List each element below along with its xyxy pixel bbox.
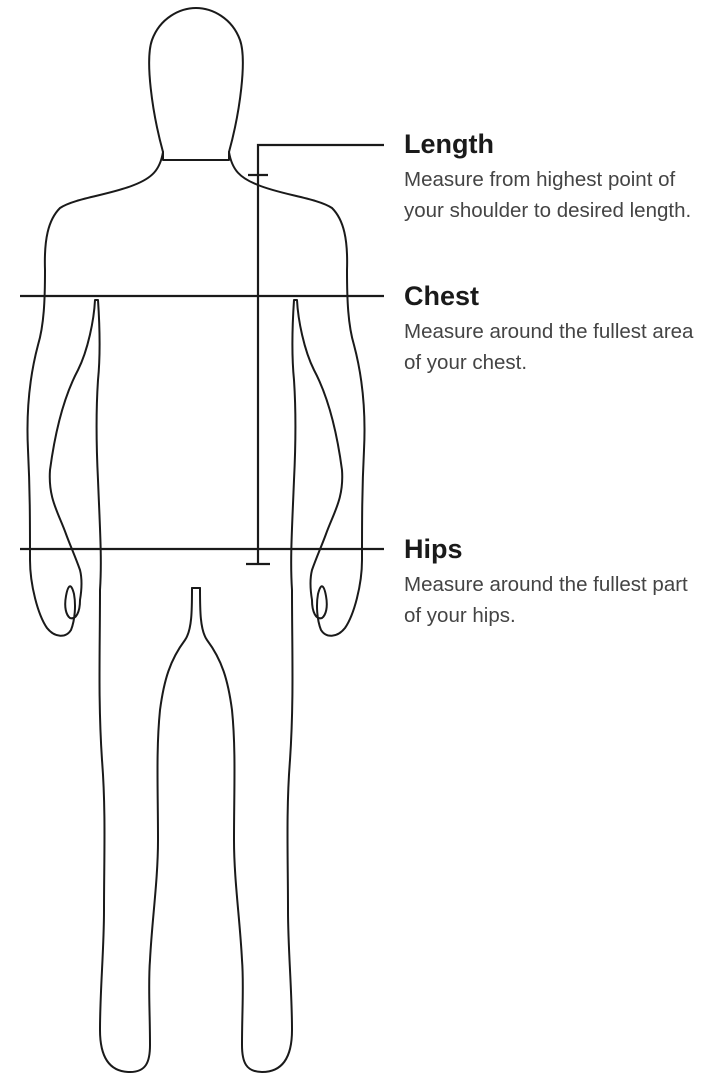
length-title: Length: [404, 128, 694, 160]
length-measurement: Length Measure from highest point of you…: [404, 128, 694, 226]
chest-description: Measure around the fullest area of your …: [404, 316, 694, 378]
chest-measurement: Chest Measure around the fullest area of…: [404, 280, 694, 378]
hips-measurement: Hips Measure around the fullest part of …: [404, 533, 694, 631]
length-measure-line: [258, 145, 384, 564]
chest-title: Chest: [404, 280, 694, 312]
body-head-outline: [149, 8, 243, 160]
body-left-outline: [27, 152, 192, 1072]
hips-description: Measure around the fullest part of your …: [404, 569, 694, 631]
length-description: Measure from highest point of your shoul…: [404, 164, 694, 226]
body-right-outline: [200, 152, 365, 1072]
hips-title: Hips: [404, 533, 694, 565]
